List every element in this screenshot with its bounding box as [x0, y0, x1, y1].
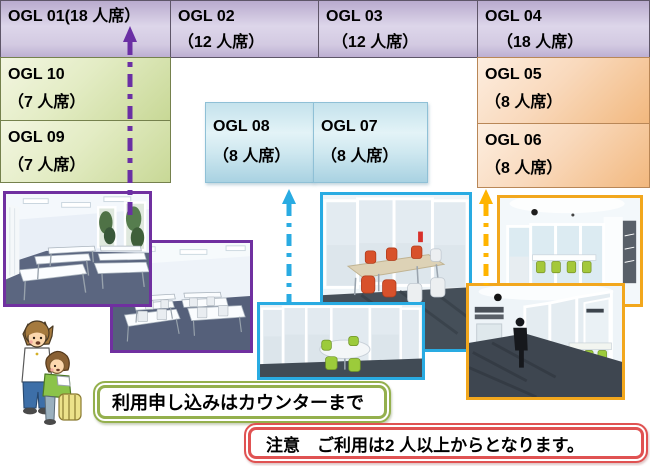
room-label-ogl06: OGL 06	[485, 132, 542, 149]
room-label-ogl04: OGL 04	[485, 8, 542, 25]
arrow-to-ogl08	[282, 189, 296, 302]
room-cell-ogl04: OGL 04 （18 人席）	[477, 0, 650, 58]
room-cell-ogl10: OGL 10 （7 人席）	[0, 57, 171, 121]
room-cell-ogl08: OGL 08 （8 人席）	[205, 102, 314, 183]
hallway-photo-graphic	[469, 286, 622, 397]
counter-note-text: 利用申し込みはカウンターまで	[112, 393, 364, 413]
arrow-to-ogl05	[479, 189, 493, 285]
meeting-room-photo-graphic	[260, 305, 422, 377]
warning-note-text: 注意 ご利用は2 人以上からとなります。	[266, 435, 584, 455]
photo-classroom-2	[110, 240, 253, 353]
room-label-ogl10: OGL 10	[8, 66, 65, 83]
room-label-ogl02: OGL 02	[178, 8, 235, 25]
room-cell-ogl05: OGL 05 （8 人席）	[477, 57, 650, 124]
room-seats-ogl08: （8 人席）	[213, 148, 291, 165]
photo-ogl06-hallway	[466, 283, 625, 400]
room-seats-ogl06: （8 人席）	[485, 160, 563, 177]
classroom-photo-graphic	[6, 194, 149, 304]
room-cell-ogl07: OGL 07 （8 人席）	[313, 102, 428, 183]
counter-note-box: 利用申し込みはカウンターまで	[93, 381, 391, 423]
room-seats-ogl02: （12 人席）	[178, 34, 265, 51]
room-seats-ogl04: （18 人席）	[497, 34, 584, 51]
room-seats-ogl09: （7 人席）	[8, 157, 86, 174]
warning-note-box: 注意 ご利用は2 人以上からとなります。	[244, 423, 648, 463]
room-seats-ogl03: （12 人席）	[332, 34, 419, 51]
room-cell-ogl09: OGL 09 （7 人席）	[0, 120, 171, 183]
room-label-ogl07: OGL 07	[321, 118, 378, 135]
photo-ogl08-room	[257, 302, 425, 380]
room-label-ogl01: OGL 01(18 人席）	[8, 8, 141, 25]
room-label-ogl03: OGL 03	[326, 8, 383, 25]
photo-ogl01-classroom	[3, 191, 152, 307]
room-cell-ogl03: OGL 03 （12 人席）	[318, 0, 478, 58]
room-seats-ogl07: （8 人席）	[321, 148, 399, 165]
classroom-photo-graphic	[113, 243, 250, 350]
room-cell-ogl02: OGL 02 （12 人席）	[170, 0, 319, 58]
room-seats-ogl10: （7 人席）	[8, 94, 86, 111]
room-label-ogl09: OGL 09	[8, 129, 65, 146]
room-label-ogl08: OGL 08	[213, 118, 270, 135]
room-cell-ogl06: OGL 06 （8 人席）	[477, 123, 650, 188]
arrow-to-ogl01	[123, 26, 137, 219]
cartoon-students-illustration	[21, 320, 82, 425]
room-seats-ogl05: （8 人席）	[485, 94, 563, 111]
room-cell-ogl01: OGL 01(18 人席）	[0, 0, 171, 58]
room-label-ogl05: OGL 05	[485, 66, 542, 83]
